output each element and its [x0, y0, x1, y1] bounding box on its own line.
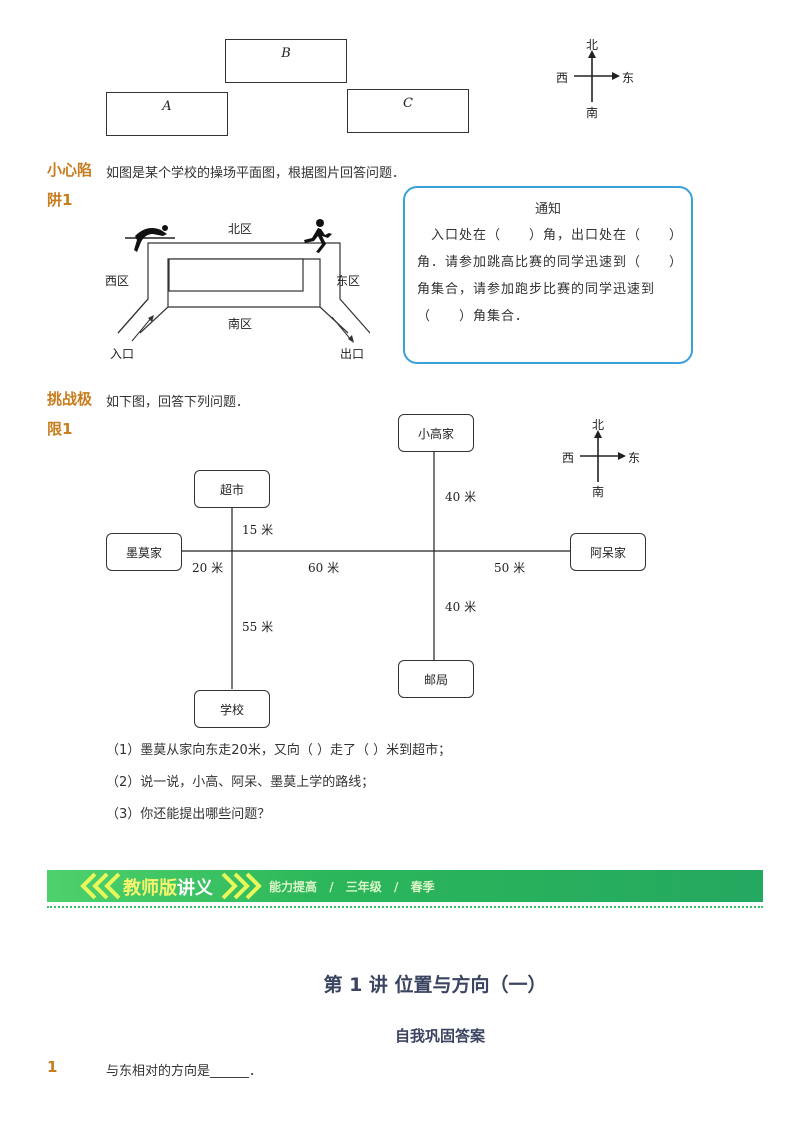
- box-c-label: C: [403, 96, 413, 111]
- compass-icon-2: [580, 430, 626, 482]
- problem1-tag-line2: 阱1: [47, 191, 73, 209]
- box-b-label: B: [281, 46, 291, 61]
- problem2-question: 如下图，回答下列问题．: [106, 395, 250, 410]
- banner-sep-2: /: [393, 880, 399, 894]
- problem1-tag: 小心陷 阱1: [47, 155, 92, 215]
- sub-question-3: （3）你还能提出哪些问题？: [106, 807, 271, 822]
- box-a-label: A: [162, 99, 172, 114]
- right-chevrons-icon: [221, 872, 262, 900]
- banner-sub3: 春季: [410, 880, 435, 894]
- box-c: C: [347, 89, 469, 133]
- compass-west-label: 西: [556, 71, 569, 85]
- banner-sub2: 三年级: [345, 880, 382, 894]
- compass2-north-label: 北: [592, 418, 605, 432]
- banner-title-part2: 讲义: [177, 878, 213, 899]
- box-a: A: [106, 92, 228, 136]
- lecture-title: 第 1 讲 位置与方向（一）: [323, 974, 547, 996]
- problem2-tag-line1: 挑战极: [47, 390, 93, 408]
- banner-title: 教师版讲义: [123, 874, 213, 900]
- place-adai: 阿呆家: [570, 533, 646, 571]
- place-school: 学校: [194, 690, 270, 728]
- problem1-tag-line1: 小心陷: [47, 161, 93, 179]
- notice-box: 通知 入口处在（ ）角，出口处在（ ）角．请参加跳高比赛的同学迅速到（ ）角集合…: [403, 186, 693, 364]
- high-jump-icon: [125, 225, 175, 252]
- place-momo: 墨莫家: [106, 533, 182, 571]
- place-supermarket: 超市: [194, 470, 270, 508]
- problem1-question: 如图是某个学校的操场平面图，根据图片回答问题．: [106, 166, 406, 181]
- runner-icon: [304, 219, 332, 253]
- south-zone-label: 南区: [228, 317, 253, 331]
- compass2-east-label: 东: [628, 451, 641, 465]
- banner-sub1: 能力提高: [269, 880, 318, 894]
- place-post: 邮局: [398, 660, 474, 698]
- answer-section-title: 自我巩固答案: [394, 1027, 485, 1045]
- problem2-tag: 挑战极 限1: [47, 384, 92, 444]
- notice-title: 通知: [534, 202, 561, 217]
- distance-40-top: 40 米: [445, 490, 477, 504]
- teacher-banner: 教师版讲义 能力提高 / 三年级 / 春季: [47, 870, 763, 902]
- compass-east-label: 东: [622, 71, 635, 85]
- route-map-lines: [182, 452, 571, 689]
- east-zone-label: 东区: [336, 274, 361, 288]
- compass2-west-label: 西: [562, 451, 575, 465]
- notice-body: 入口处在（ ）角，出口处在（ ）角．请参加跳高比赛的同学迅速到（ ）角集合，请参…: [417, 228, 677, 324]
- problem2-tag-line2: 限1: [47, 420, 73, 438]
- distance-55: 55 米: [242, 620, 274, 634]
- compass-icon: [574, 50, 620, 102]
- exit-label: 出口: [340, 347, 365, 361]
- distance-15: 15 米: [242, 523, 274, 537]
- north-zone-label: 北区: [228, 222, 253, 236]
- compass-south-label: 南: [586, 106, 599, 120]
- compass-north-label: 北: [586, 38, 599, 52]
- answer-q1-number: 1: [47, 1058, 58, 1076]
- banner-sep-1: /: [329, 880, 334, 894]
- answer-q1-text: 与东相对的方向是______．: [106, 1064, 263, 1079]
- box-b: B: [225, 39, 347, 83]
- banner-divider: [47, 906, 763, 908]
- distance-20: 20 米: [192, 561, 224, 575]
- compass2-south-label: 南: [592, 485, 605, 499]
- left-chevrons-icon: [80, 872, 121, 900]
- sub-question-1: （1）墨莫从家向东走20米，又向（ ）走了（ ）米到超市；: [106, 743, 452, 758]
- banner-title-part1: 教师版: [123, 878, 177, 899]
- west-zone-label: 西区: [105, 274, 130, 288]
- playground-map: [117, 242, 370, 343]
- place-xiaogao: 小高家: [398, 414, 474, 452]
- distance-50: 50 米: [494, 561, 526, 575]
- sub-question-2: （2）说一说，小高、阿呆、墨莫上学的路线；: [106, 775, 375, 790]
- banner-subtitle: 能力提高 / 三年级 / 春季: [269, 878, 435, 895]
- entrance-label: 入口: [110, 347, 135, 361]
- distance-40-bottom: 40 米: [445, 600, 477, 614]
- distance-60: 60 米: [308, 561, 340, 575]
